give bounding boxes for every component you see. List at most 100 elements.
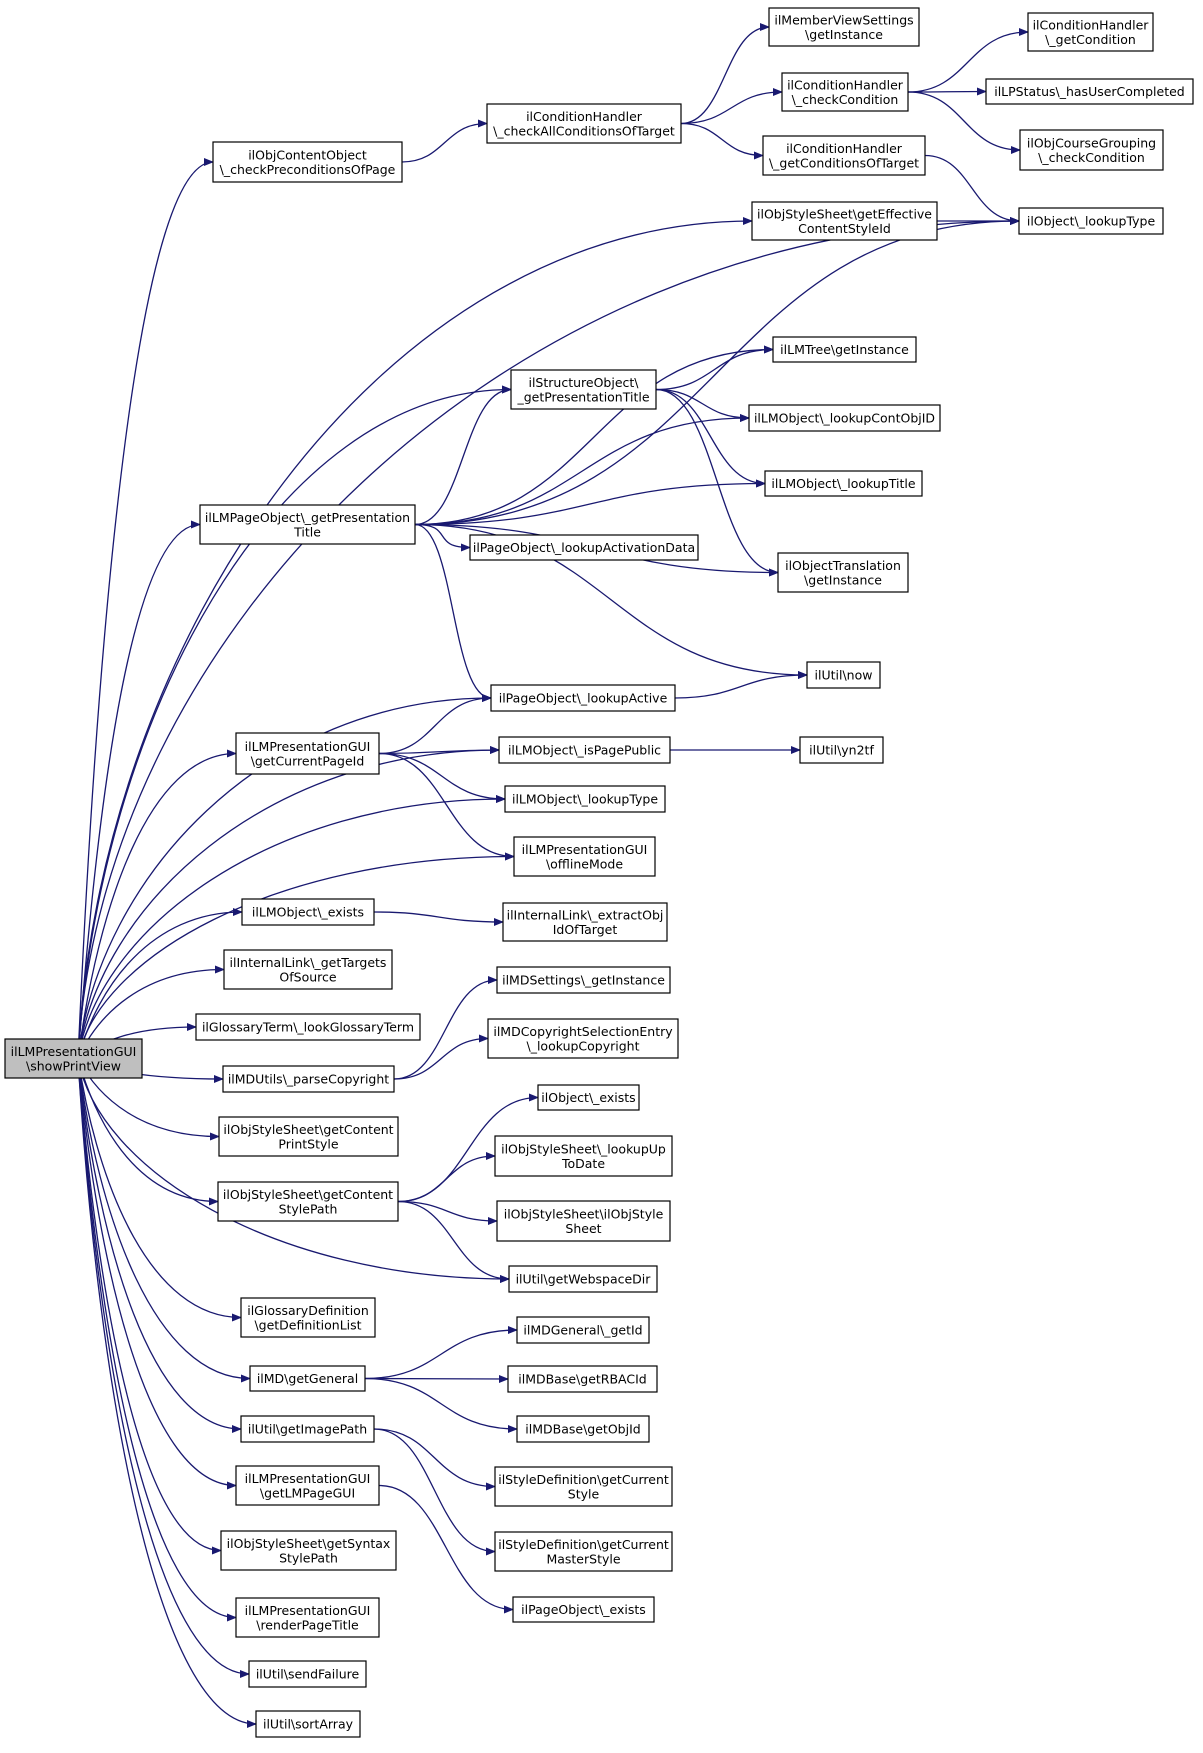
node-n24[interactable]: ilLMPresentationGUI\offlineMode: [513, 836, 656, 877]
node-n48[interactable]: ilPageObject\_exists: [512, 1596, 655, 1623]
edge-root-n9: [77, 217, 1020, 1059]
node-label: \showPrintView: [26, 1058, 121, 1073]
node-n32[interactable]: ilObject\_exists: [537, 1084, 640, 1111]
node-n19[interactable]: ilPageObject\_lookupActive: [490, 684, 676, 712]
node-n13[interactable]: ilLMObject\_lookupContObjID: [748, 404, 941, 432]
node-n11[interactable]: ilLMTree\getInstance: [772, 336, 917, 363]
edge-n12-n14: [655, 388, 766, 488]
node-n49[interactable]: ilLMPresentationGUI\renderPageTitle: [235, 1597, 380, 1638]
node-box: [469, 534, 699, 561]
node-n20[interactable]: ilLMPresentationGUI\getCurrentPageId: [235, 732, 380, 775]
node-label: ilObjStyleSheet\getContent: [223, 1122, 393, 1137]
node-n39[interactable]: ilMDGeneral\_getId: [516, 1316, 650, 1344]
node-n8[interactable]: ilConditionHandler\_getConditionsOfTarge…: [762, 135, 926, 176]
edge-n35-n36: [397, 1200, 498, 1225]
node-box: [502, 902, 668, 942]
node-n5[interactable]: ilConditionHandler\_getCondition: [1027, 12, 1154, 52]
node-box: [513, 836, 656, 877]
node-label: ilLMPageObject\_getPresentation: [205, 510, 410, 525]
node-box: [199, 504, 416, 545]
edge-n35-n37: [397, 1200, 510, 1283]
node-n4[interactable]: ilConditionHandler\_checkCondition: [781, 72, 909, 112]
node-n28[interactable]: ilMDSettings\_getInstance: [496, 966, 671, 994]
node-n38[interactable]: ilGlossaryDefinition\getDefinitionList: [240, 1297, 376, 1338]
node-n25[interactable]: ilLMObject\_exists: [241, 898, 375, 926]
node-n21[interactable]: ilLMObject\_isPagePublic: [498, 736, 671, 764]
node-n42[interactable]: ilUtil\getImagePath: [240, 1415, 375, 1443]
node-n44[interactable]: ilLMPresentationGUI\getLMPageGUI: [235, 1465, 380, 1506]
node-n18[interactable]: ilUtil\now: [806, 661, 881, 689]
node-box: [4, 1038, 143, 1079]
node-n30[interactable]: ilMDCopyrightSelectionEntry\_lookupCopyr…: [487, 1018, 679, 1059]
node-label: ilMemberViewSettings: [774, 12, 913, 27]
node-box: [806, 661, 881, 689]
node-label: ilStructureObject\: [528, 375, 639, 390]
node-label: StylePath: [279, 1201, 338, 1216]
node-n50[interactable]: ilUtil\sendFailure: [248, 1660, 367, 1688]
node-label: \offlineMode: [546, 856, 623, 871]
node-label: ilLMObject\_lookupContObjID: [754, 411, 935, 426]
node-label: \_getCondition: [1045, 32, 1136, 47]
edge-root-n12: [77, 385, 512, 1059]
node-box: [235, 1597, 380, 1638]
edge-n15-n18: [414, 523, 808, 679]
node-n51[interactable]: ilUtil\sortArray: [255, 1710, 361, 1738]
node-label: ilObjectTranslation: [785, 558, 901, 573]
node-label: ilMDUtils\_parseCopyright: [228, 1072, 389, 1087]
node-box: [1018, 207, 1164, 235]
edge-n25-n26: [373, 911, 504, 926]
node-label: ilObjStyleSheet\getContent: [223, 1187, 393, 1202]
node-n17[interactable]: ilObjectTranslation\getInstance: [777, 552, 909, 593]
node-n15[interactable]: ilLMPageObject\_getPresentationTitle: [199, 504, 416, 545]
edge-n15-n13: [414, 414, 750, 526]
node-n31[interactable]: ilMDUtils\_parseCopyright: [222, 1065, 395, 1093]
node-n16[interactable]: ilPageObject\_lookupActivationData: [469, 534, 699, 561]
node-n7[interactable]: ilObjCourseGrouping\_checkCondition: [1019, 129, 1164, 171]
node-box: [772, 336, 917, 363]
node-n14[interactable]: ilLMObject\_lookupTitle: [764, 470, 923, 497]
node-n1[interactable]: ilObjContentObject\_checkPreconditionsOf…: [212, 141, 403, 183]
node-label: StylePath: [279, 1550, 338, 1565]
edge-n15-n12: [414, 385, 512, 526]
node-label: ilLMPresentationGUI: [245, 1603, 371, 1618]
node-n41[interactable]: ilMDBase\getRBACId: [507, 1365, 658, 1393]
node-n37[interactable]: ilUtil\getWebspaceDir: [508, 1265, 658, 1293]
node-n22[interactable]: ilUtil\yn2tf: [799, 736, 884, 764]
node-label: ilGlossaryDefinition: [247, 1303, 369, 1318]
node-label: \renderPageTitle: [256, 1617, 359, 1632]
node-n9[interactable]: ilObject\_lookupType: [1018, 207, 1164, 235]
edge-root-n10: [77, 217, 753, 1059]
edge-root-n15: [77, 520, 201, 1059]
edge-n4-n6: [907, 87, 987, 96]
node-box: [762, 135, 926, 176]
node-n36[interactable]: ilObjStyleSheet\ilObjStyleSheet: [496, 1200, 671, 1242]
node-label: ilLMPresentationGUI: [522, 842, 648, 857]
node-n12[interactable]: ilStructureObject\_getPresentationTitle: [510, 369, 657, 410]
node-label: \_lookupCopyright: [526, 1038, 639, 1053]
node-n40[interactable]: ilMD\getGeneral: [249, 1365, 366, 1392]
node-n29[interactable]: ilGlossaryTerm\_lookGlossaryTerm: [195, 1013, 421, 1041]
edge-n15-n14: [414, 479, 766, 526]
node-label: ilPageObject\_lookupActive: [499, 691, 668, 706]
node-n2[interactable]: ilConditionHandler\_checkAllConditionsOf…: [486, 103, 682, 144]
node-n10[interactable]: ilObjStyleSheet\getEffectiveContentStyle…: [751, 201, 938, 241]
node-n43[interactable]: ilMDBase\getObjId: [516, 1415, 650, 1443]
node-n3[interactable]: ilMemberViewSettings\getInstance: [768, 7, 920, 47]
edge-root-n21: [77, 746, 500, 1059]
node-n23[interactable]: ilLMObject\_lookupType: [504, 785, 666, 813]
node-n6[interactable]: ilLPStatus\_hasUserCompleted: [985, 78, 1194, 105]
node-label: \getInstance: [804, 572, 882, 587]
edge-n2-n3: [680, 23, 770, 125]
node-root[interactable]: ilLMPresentationGUI\showPrintView: [4, 1038, 143, 1079]
node-box: [777, 552, 909, 593]
node-label: ilMD\getGeneral: [257, 1371, 358, 1386]
